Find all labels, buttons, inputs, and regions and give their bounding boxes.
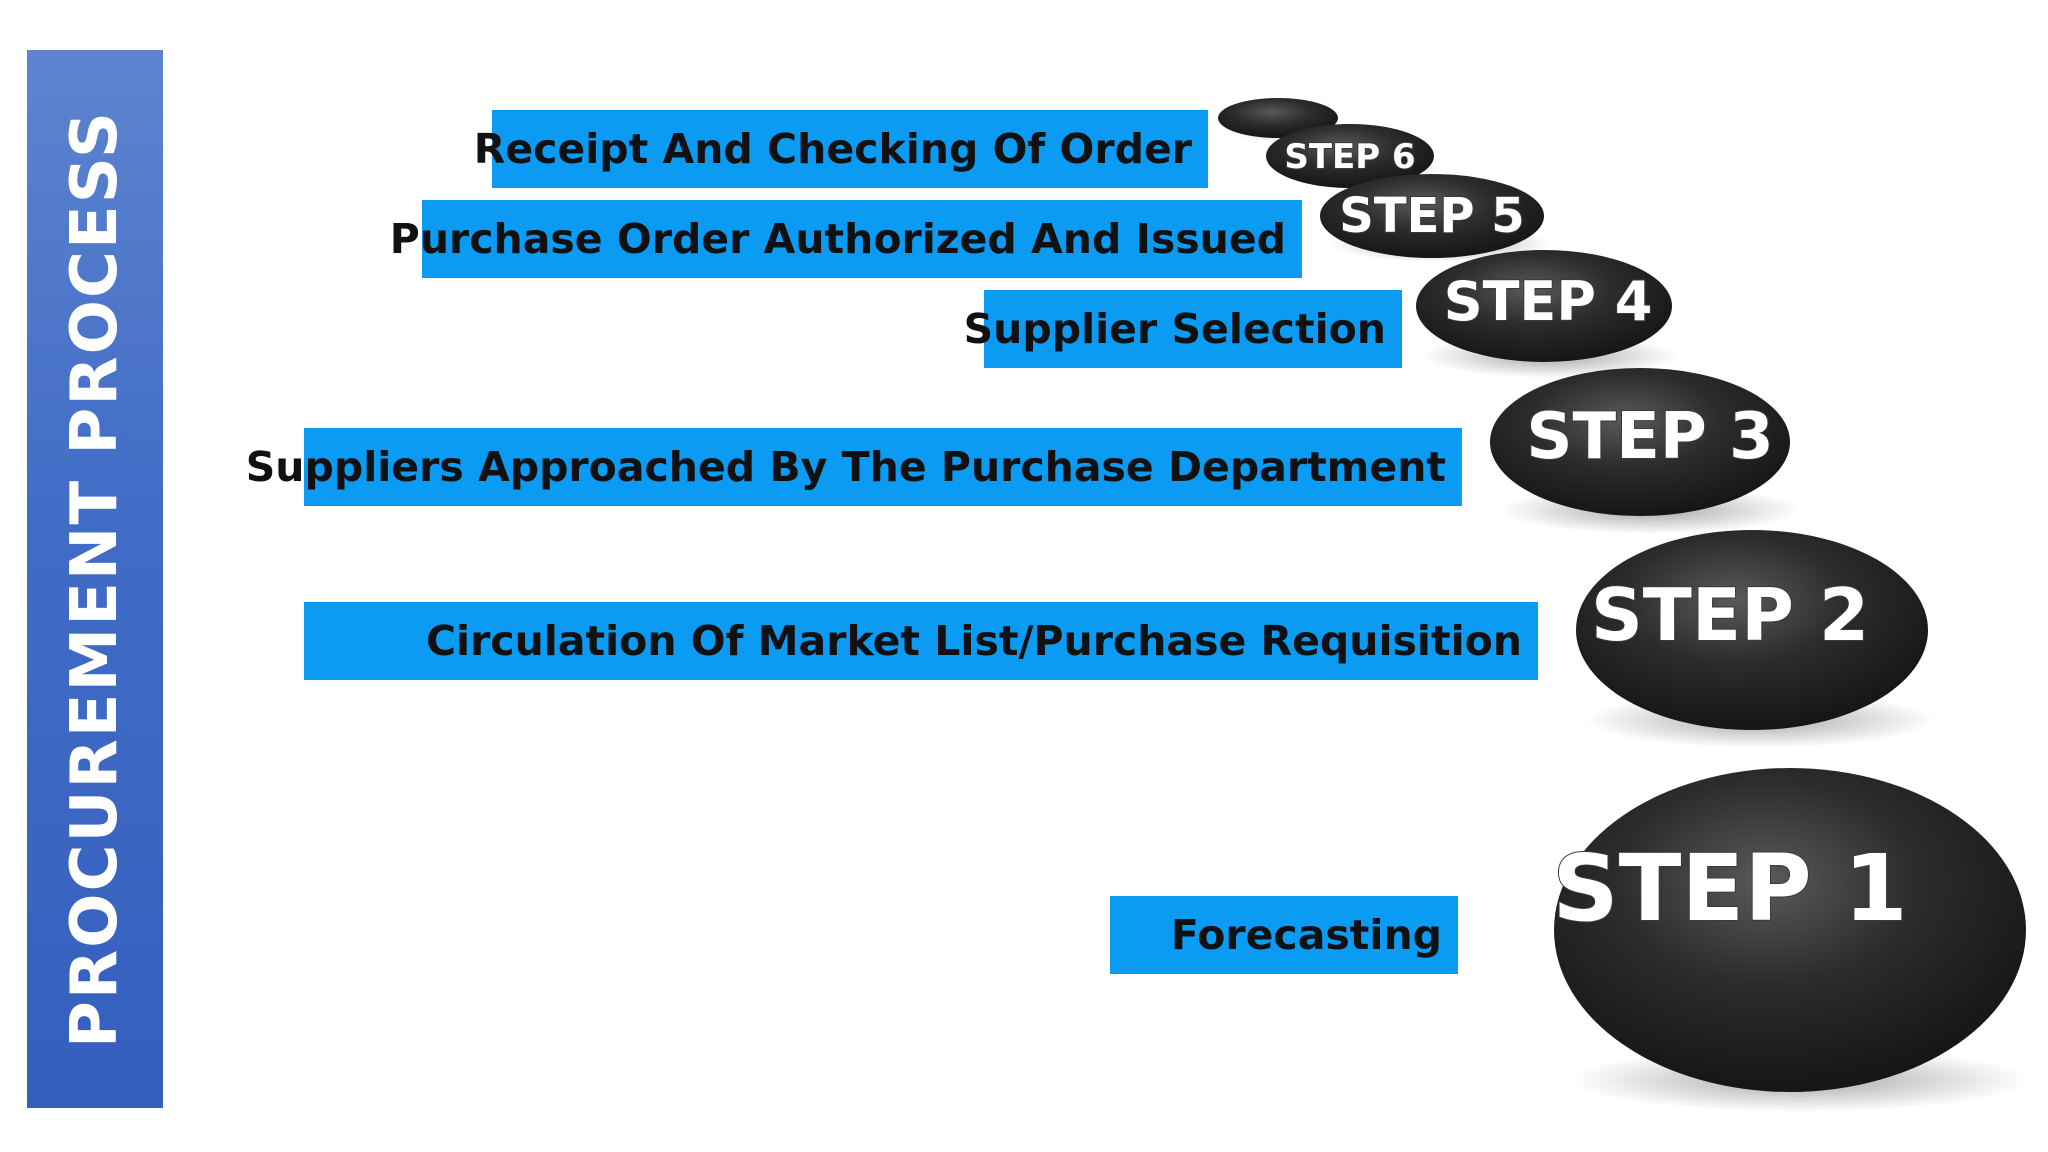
step-2-title: STEP 2 bbox=[1591, 573, 1869, 657]
step-3-label: Suppliers Approached By The Purchase Dep… bbox=[246, 428, 1462, 506]
step-3-title: STEP 3 bbox=[1526, 400, 1773, 474]
step-5-label: Purchase Order Authorized And Issued bbox=[390, 200, 1302, 278]
step-4-stone: STEP 4 bbox=[1416, 250, 1678, 378]
step-1-stone: STEP 1 bbox=[1551, 768, 2030, 1112]
step-4-label: Supplier Selection bbox=[964, 290, 1402, 368]
step-6-title: STEP 6 bbox=[1284, 137, 1415, 177]
step-4-title: STEP 4 bbox=[1444, 270, 1653, 333]
step-1-title: STEP 1 bbox=[1552, 835, 1907, 942]
step-5-stone: STEP 5 bbox=[1320, 174, 1550, 262]
step-3-stone: STEP 3 bbox=[1490, 368, 1800, 534]
step-1-label: Forecasting bbox=[1110, 896, 1458, 974]
step-6-label: Receipt And Checking Of Order bbox=[474, 110, 1208, 188]
step-2-label: Circulation Of Market List/Purchase Requ… bbox=[304, 602, 1538, 680]
step-2-stone: STEP 2 bbox=[1576, 530, 1935, 748]
step-6-stone: STEP 6 bbox=[1266, 124, 1438, 188]
title-band: PROCUREMENT PROCESS bbox=[27, 50, 163, 1108]
step-5-title: STEP 5 bbox=[1339, 188, 1524, 244]
